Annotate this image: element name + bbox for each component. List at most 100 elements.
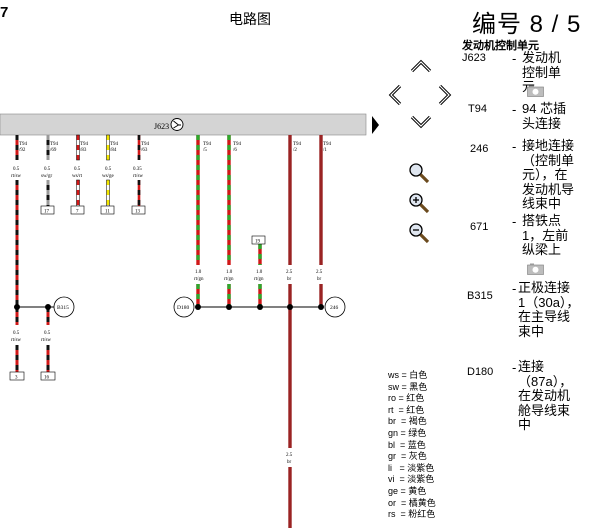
legend-row: or = 橘黄色 xyxy=(388,497,436,508)
wire-size-label: 1.0 xyxy=(226,270,233,275)
component-id: D180 xyxy=(467,366,494,378)
wire-size-label: 0.5 xyxy=(44,167,51,172)
component-dash: - xyxy=(512,51,517,66)
junction-dot xyxy=(287,304,293,310)
wire-color-label: rt/sw xyxy=(11,174,21,179)
corner-digit: 7 xyxy=(0,4,9,21)
pin-connector-label: T94 xyxy=(110,142,119,147)
junction-dot xyxy=(195,304,201,310)
component-dash: - xyxy=(512,139,517,154)
component-desc: 接地连接（控制单元），在发动机导线束中 xyxy=(522,138,575,211)
control-unit-label: J623 xyxy=(154,122,169,131)
wire-size-label: 2.5 xyxy=(316,270,323,275)
pin-number-label: /2 xyxy=(293,148,297,153)
connector-b315 xyxy=(53,296,75,318)
color-legend: ws = 白色 sw = 黑色 ro = 红色 rt = 红色 br = 褐色 … xyxy=(388,370,436,521)
wire-color-label: br xyxy=(287,277,292,282)
wire-size-label: 1.0 xyxy=(256,270,263,275)
arrow-left-icon[interactable] xyxy=(383,82,409,108)
wire-size-label: 2.5 xyxy=(286,270,293,275)
wire-color-label: ws/rt xyxy=(72,174,83,179)
zoom-out-icon[interactable] xyxy=(406,220,432,246)
component-desc: 搭铁点 1，左前纵梁上 xyxy=(522,213,569,257)
wire-size-label: 0.5 xyxy=(13,331,20,336)
wire-color-label: rt/sw xyxy=(133,174,143,179)
legend-row: rt = 红色 xyxy=(388,404,425,415)
wire-color-label: rt/gn xyxy=(254,277,264,282)
wire-size-label: 0.5 xyxy=(74,167,81,172)
wire xyxy=(106,179,110,207)
terminal-label: 11 xyxy=(105,210,110,215)
component-desc: 连接（87a），在发动机舱导线束中 xyxy=(518,359,573,432)
arrow-right-icon[interactable] xyxy=(431,82,457,108)
terminal-box xyxy=(9,371,25,381)
connector-d180-label: D180 xyxy=(177,305,189,311)
wire-color-label: rt/sw xyxy=(41,338,51,343)
junction-dot xyxy=(226,304,232,310)
terminal-label: 16 xyxy=(44,376,50,381)
wire xyxy=(76,179,80,207)
legend-row: ro = 红色 xyxy=(388,393,425,404)
pin-number-label: /92 xyxy=(19,148,26,153)
wire-size-label: 1.0 xyxy=(195,270,202,275)
component-id: B315 xyxy=(467,290,493,302)
wire-color-label: br xyxy=(287,460,292,465)
terminal-box xyxy=(100,205,115,215)
camera-icon[interactable] xyxy=(527,262,544,275)
wire-size-label: 0.5 xyxy=(44,331,51,336)
wire xyxy=(76,134,80,161)
page-title: 电路图 xyxy=(229,11,271,27)
terminal-label: 3 xyxy=(15,376,18,381)
camera-icon[interactable] xyxy=(527,84,544,97)
wire-size-label: 0.35 xyxy=(133,167,142,172)
wire-size-label: 2.5 xyxy=(286,453,293,458)
component-id: 671 xyxy=(470,221,489,233)
legend-row: ge = 黄色 xyxy=(388,485,427,496)
component-id: 246 xyxy=(470,143,489,155)
pin-number-label: /63 xyxy=(141,148,148,153)
terminal-box xyxy=(70,205,85,215)
wire-stubs xyxy=(15,134,141,207)
long-wires xyxy=(15,135,323,528)
arrow-down-icon[interactable] xyxy=(408,108,434,134)
terminal-box xyxy=(40,371,56,381)
wire-color-label: rt/gn xyxy=(224,277,234,282)
pin-connector-label: T94 xyxy=(323,142,332,147)
terminal-box xyxy=(40,205,55,215)
junction-dot xyxy=(14,304,20,310)
legend-row: bl = 蓝色 xyxy=(388,439,426,450)
page-next-marker-icon[interactable] xyxy=(372,116,379,134)
wire-color-label: sw/gr xyxy=(41,174,52,179)
pin-connector-label: T94 xyxy=(19,142,28,147)
pin-number-label: /69 xyxy=(50,148,57,153)
connector-b315-label: B315 xyxy=(57,305,69,311)
zoom-icon[interactable] xyxy=(406,160,432,186)
pin-number-label: /1 xyxy=(323,148,327,153)
legend-row: ws = 白色 xyxy=(388,370,428,380)
legend-row: sw = 黑色 xyxy=(388,381,428,392)
pin-number-label: /5 xyxy=(203,148,207,153)
junction-dot xyxy=(257,304,263,310)
pin-connector-label: T94 xyxy=(50,142,59,147)
terminal-label: 17 xyxy=(44,210,50,215)
arrow-up-icon[interactable] xyxy=(408,54,434,80)
junction-dot xyxy=(45,304,51,310)
wire-color-label: rt/sw xyxy=(11,338,21,343)
terminal-label: 19 xyxy=(255,240,261,245)
legend-row: br = 褐色 xyxy=(388,416,427,427)
component-desc: 发动机控制单元 xyxy=(522,50,562,94)
pin-connector-label: T94 xyxy=(233,142,242,147)
terminal-box xyxy=(251,235,266,245)
junction-dot xyxy=(318,304,324,310)
connector-d180 xyxy=(173,296,195,318)
pin-number-label: /84 xyxy=(110,148,117,153)
legend-row: gr = 灰色 xyxy=(388,451,427,462)
wire xyxy=(106,134,110,161)
pin-connector-label: T94 xyxy=(141,142,150,147)
wire-color-label: br xyxy=(317,277,322,282)
pin-number-label: /6 xyxy=(233,148,237,153)
component-dash: - xyxy=(512,214,517,229)
zoom-in-icon[interactable] xyxy=(406,190,432,216)
wire-size-label: 0.5 xyxy=(13,167,20,172)
